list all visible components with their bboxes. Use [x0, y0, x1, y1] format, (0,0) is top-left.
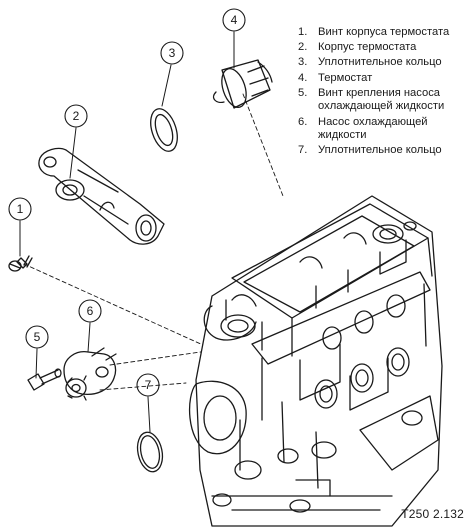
sealing-ring-7 [136, 431, 164, 473]
legend-item: 5. Винт крепления насоса охлаждающей жид… [298, 87, 470, 114]
callout-2-circle [64, 104, 88, 128]
legend-item-text: Винт корпуса термостата [318, 26, 450, 38]
legend-item: 6. Насос охлаждающей жидкости [298, 116, 470, 143]
callout-7-circle [136, 373, 160, 397]
callout-3-circle [160, 41, 184, 65]
callout-6-label: 6 [87, 304, 94, 318]
legend-item-text: Термостат [318, 71, 373, 84]
thermostat-housing-bolt [8, 255, 33, 272]
legend-item-number: 4. [298, 71, 308, 84]
legend-item: 2. Корпус термостата [298, 41, 470, 55]
legend-item: 3. Уплотнительное кольцо [298, 56, 470, 70]
legend-item-number: 5. [298, 86, 308, 99]
legend-item-text: Уплотнительное кольцо [318, 56, 442, 69]
callout-3-label: 3 [169, 46, 176, 60]
legend-item-text: Корпус термостата [318, 41, 417, 54]
leader-lines [19, 31, 235, 433]
legend-item-number: 2. [298, 41, 308, 54]
legend-item-text: Уплотнительное кольцо [318, 144, 442, 157]
thermostat-housing [38, 147, 165, 245]
callout-5-circle [25, 325, 49, 349]
callout-4-circle [222, 8, 246, 32]
legend-item-number: 3. [298, 56, 308, 69]
legend-item: 4. Термостат [298, 72, 470, 86]
coolant-pump [63, 347, 117, 401]
water-pump-bolt [27, 368, 62, 391]
legend-item-number: 7. [298, 144, 308, 157]
legend-item-number: 1. [298, 26, 308, 38]
callout-circles [8, 8, 246, 397]
callout-2-label: 2 [73, 109, 80, 123]
engine-block [188, 195, 443, 527]
legend-item: 7. Уплотнительное кольцо [298, 144, 470, 158]
legend-item-text: Насос охлаждающей жидкости [318, 115, 428, 142]
legend-item-text: Винт крепления насоса охлаждающей жидкос… [318, 86, 445, 113]
legend-item-number: 6. [298, 115, 308, 128]
callout-7-label: 7 [145, 378, 152, 392]
callout-6-circle [78, 299, 102, 323]
thermostat [212, 59, 273, 109]
legend-item: 1. Винт корпуса термостата [298, 26, 470, 40]
callout-1-circle [8, 197, 32, 221]
parts-legend: 1. Винт корпуса термостата 2. Корпус тер… [298, 26, 470, 160]
callout-4-label: 4 [231, 13, 238, 27]
callout-1-label: 1 [17, 202, 24, 216]
callout-5-label: 5 [34, 330, 41, 344]
figure-code: T250 2.132 [401, 507, 464, 521]
sealing-ring-3 [150, 108, 178, 152]
